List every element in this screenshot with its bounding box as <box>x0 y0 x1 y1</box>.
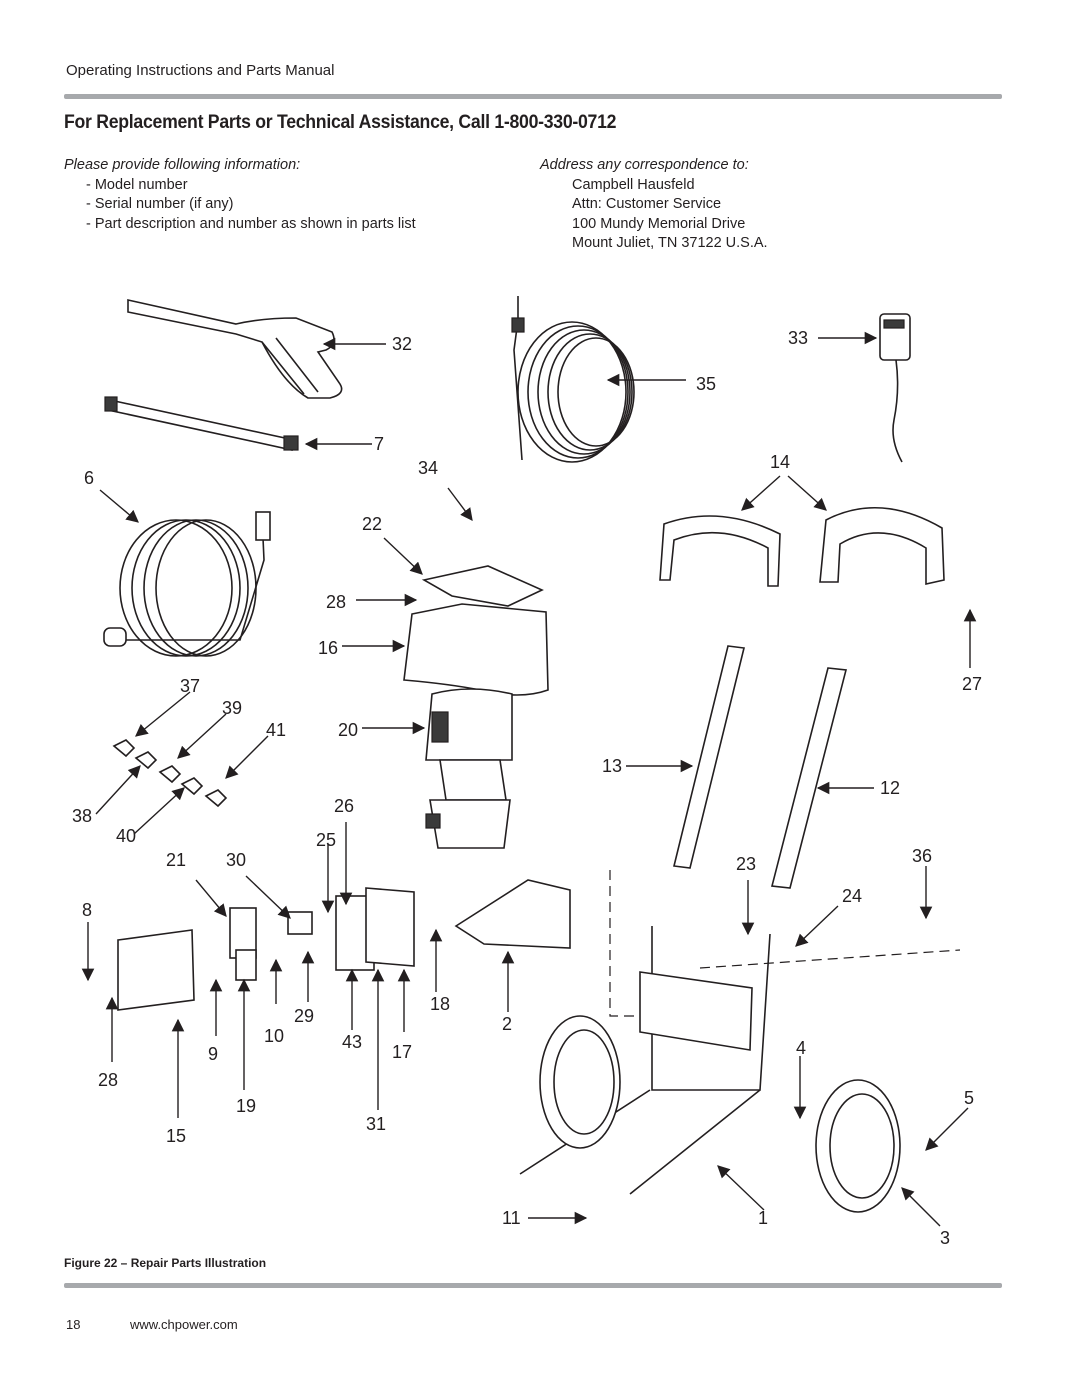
callout-20: 20 <box>338 720 358 740</box>
page-number: 18 <box>66 1317 81 1332</box>
headline: For Replacement Parts or Technical Assis… <box>64 112 617 133</box>
callout-17: 17 <box>392 1042 412 1062</box>
cart-frame-drawing <box>519 870 961 1213</box>
callout-2: 2 <box>502 1014 512 1034</box>
spray-gun-drawing <box>104 299 343 451</box>
address-attn: Attn: Customer Service <box>572 196 722 212</box>
hose-coil-drawing <box>511 296 635 463</box>
callout-27: 27 <box>962 674 982 694</box>
callout-5: 5 <box>964 1088 974 1108</box>
callout-28-upper: 28 <box>326 592 346 612</box>
callout-43: 43 <box>342 1032 362 1052</box>
motor-pump-drawing <box>403 565 549 849</box>
info-required: Please provide following information: - … <box>64 156 416 234</box>
nozzle-set-drawing <box>112 739 228 808</box>
callout-28-lower: 28 <box>98 1070 118 1090</box>
callout-30: 30 <box>226 850 246 870</box>
callout-15: 15 <box>166 1126 186 1146</box>
callout-21: 21 <box>166 850 186 870</box>
footer-url: www.chpower.com <box>130 1317 238 1332</box>
callout-9: 9 <box>208 1044 218 1064</box>
callout-40: 40 <box>116 826 136 846</box>
gfci-plug-drawing <box>879 313 911 463</box>
callout-13: 13 <box>602 756 622 776</box>
callout-12: 12 <box>880 778 900 798</box>
garden-hose-drawing <box>103 511 271 657</box>
handle-bracket-drawing <box>659 506 945 587</box>
callout-16: 16 <box>318 638 338 658</box>
info-item-model: - Model number <box>86 176 188 193</box>
leader-arrows <box>81 331 977 1227</box>
address-lead: Address any correspondence to: <box>540 157 749 173</box>
callout-10: 10 <box>264 1026 284 1046</box>
callout-14: 14 <box>770 452 790 472</box>
info-item-part: - Part description and number as shown i… <box>86 215 416 232</box>
callout-18: 18 <box>430 994 450 1014</box>
callout-7: 7 <box>374 434 384 454</box>
figure-caption: Figure 22 – Repair Parts Illustration <box>64 1256 267 1270</box>
callout-1: 1 <box>758 1208 768 1228</box>
handle-rails-drawing <box>673 645 848 889</box>
callout-24: 24 <box>842 886 862 906</box>
callout-38: 38 <box>72 806 92 826</box>
callout-41: 41 <box>266 720 286 740</box>
header-rule <box>64 94 1002 99</box>
info-item-serial: - Serial number (if any) <box>86 196 234 212</box>
callout-22: 22 <box>362 514 382 534</box>
callout-32: 32 <box>392 334 412 354</box>
callout-36: 36 <box>912 846 932 866</box>
correspondence-address: Address any correspondence to: Campbell … <box>540 156 768 254</box>
callout-3: 3 <box>940 1228 950 1248</box>
address-city: Mount Juliet, TN 37122 U.S.A. <box>572 235 768 251</box>
callout-23: 23 <box>736 854 756 874</box>
callout-29: 29 <box>294 1006 314 1026</box>
footer-rule <box>64 1283 1002 1288</box>
callout-37: 37 <box>180 676 200 696</box>
callout-31: 31 <box>366 1114 386 1134</box>
callout-4: 4 <box>796 1038 806 1058</box>
address-company: Campbell Hausfeld <box>572 176 695 193</box>
callout-25: 25 <box>316 830 336 850</box>
callout-35: 35 <box>696 374 716 394</box>
callout-33: 33 <box>788 328 808 348</box>
document-title: Operating Instructions and Parts Manual <box>66 62 335 79</box>
callout-34: 34 <box>418 458 438 478</box>
callout-26: 26 <box>334 796 354 816</box>
callout-11: 11 <box>502 1208 521 1228</box>
callout-39: 39 <box>222 698 242 718</box>
callout-6: 6 <box>84 468 94 488</box>
info-required-lead: Please provide following information: <box>64 157 301 173</box>
callout-numbers: 1 2 3 4 5 6 7 8 9 10 11 12 13 14 15 16 1… <box>72 328 982 1248</box>
callout-8: 8 <box>82 900 92 920</box>
electrical-components-drawing <box>117 879 571 1011</box>
address-street: 100 Mundy Memorial Drive <box>572 215 746 232</box>
callout-19: 19 <box>236 1096 256 1116</box>
